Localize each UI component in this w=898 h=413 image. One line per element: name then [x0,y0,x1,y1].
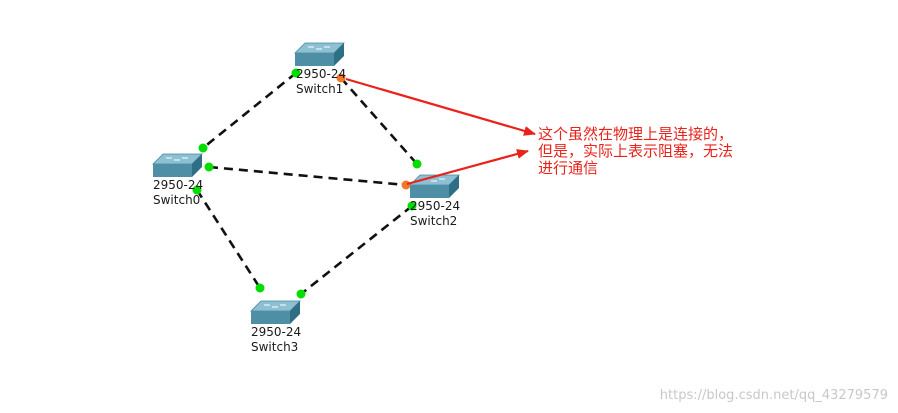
watermark: https://blog.csdn.net/qq_43279579 [659,388,888,403]
switch-name: Switch1 [296,82,344,96]
switch-icon[interactable] [409,174,460,198]
annotation-line: 进行通信 [538,159,599,177]
link-switch1-switch2[interactable] [340,77,418,165]
annotation-line: 但是，实际上表示阻塞，无法 [538,142,734,160]
port-indicator-up [192,185,202,195]
annotation-text: 这个虽然在物理上是连接的， 但是，实际上表示阻塞，无法 进行通信 [538,126,733,177]
port-indicator-up [412,159,422,169]
annotation-line: 这个虽然在物理上是连接的， [538,125,734,143]
link-switch1-switch0[interactable] [202,71,297,150]
port-indicator-blocked [336,73,346,83]
port-indicator-up [204,162,214,172]
switch-icon[interactable] [294,42,345,66]
port-indicator-up [198,143,208,153]
switch0-label: 2950-24 Switch0 [153,178,203,208]
switch-model: 2950-24 [296,67,347,81]
port-indicator-up [407,201,417,211]
annotation-arrow-to-switch1-port [345,77,536,136]
switch-model: 2950-24 [251,325,302,339]
link-switch2-switch3[interactable] [300,204,413,296]
port-indicator-up [255,283,265,293]
switch-model: 2950-24 [153,178,204,192]
switch-name: Switch2 [410,214,458,228]
switch3-label: 2950-24 Switch3 [251,325,301,355]
switch-icon[interactable] [250,300,301,324]
port-indicator-up [291,68,301,78]
switch2-label: 2950-24 Switch2 [410,199,460,229]
port-indicator-blocked [401,180,411,190]
switch1-label: 2950-24 Switch1 [296,67,346,97]
switch-name: Switch3 [251,340,299,354]
port-indicator-up [296,289,306,299]
switch-name: Switch0 [153,193,201,207]
switch-model: 2950-24 [410,199,461,213]
link-switch0-switch2[interactable] [208,165,407,187]
switch-icon[interactable] [152,153,203,177]
annotation-arrow-to-switch2-port [406,149,529,186]
link-switch0-switch3[interactable] [195,189,262,289]
